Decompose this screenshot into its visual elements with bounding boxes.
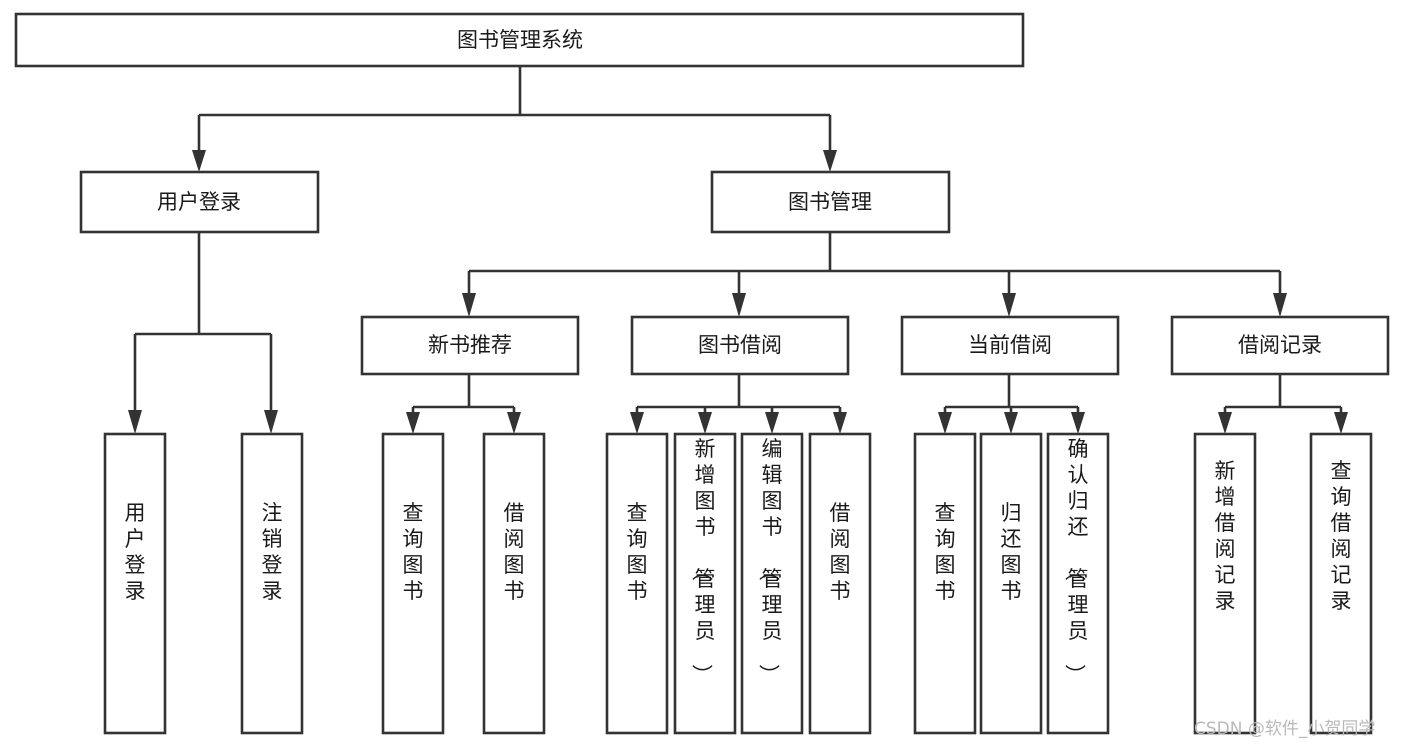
node-current-borrow[interactable]: 当前借阅: [900, 315, 1120, 376]
node-leaf-borrow-book-1-box[interactable]: [482, 432, 546, 735]
arrow-current-leaf-2: [1004, 412, 1018, 434]
arrow-userlogin-leaf-2: [264, 410, 278, 434]
node-leaf-logout-label: 注销登录: [262, 501, 283, 603]
node-book-borrow-box[interactable]: [630, 315, 850, 376]
node-leaf-add-book-box[interactable]: [673, 432, 737, 735]
node-book-management-box[interactable]: [710, 170, 951, 234]
arrow-record-leaf-1: [1218, 412, 1232, 434]
arrow-borrow-leaf-1: [630, 412, 644, 434]
node-root-box[interactable]: [14, 12, 1025, 68]
node-borrow-record[interactable]: 借阅记录: [1170, 315, 1390, 376]
arrow-bookmgmt-to-borrow: [732, 293, 746, 317]
node-leaf-return-book[interactable]: 归还图书: [979, 432, 1043, 735]
node-root[interactable]: 图书管理系统: [14, 12, 1025, 68]
arrow-current-leaf-3: [1071, 412, 1085, 434]
node-leaf-query-book-3-label: 查询图书: [935, 501, 956, 603]
node-new-book-recommend-box[interactable]: [360, 315, 580, 376]
node-leaf-user-login-label: 用户登录: [125, 501, 146, 603]
node-leaf-query-book-2[interactable]: 查询图书: [605, 432, 669, 735]
node-leaf-confirm-return-box[interactable]: [1046, 432, 1110, 735]
arrow-borrow-leaf-4: [833, 412, 847, 434]
node-leaf-edit-book-label: 编辑图书（管理员）: [757, 437, 783, 685]
node-leaf-logout[interactable]: 注销登录: [240, 432, 304, 735]
arrow-current-leaf-1: [938, 412, 952, 434]
node-leaf-user-login[interactable]: 用户登录: [103, 432, 167, 735]
node-leaf-borrow-book-2[interactable]: 借阅图书: [808, 432, 872, 735]
node-leaf-confirm-return-label: 确认归还（管理员）: [1063, 437, 1089, 685]
node-leaf-add-book[interactable]: 新增图书（管理员）: [673, 432, 737, 735]
node-leaf-edit-book[interactable]: 编辑图书（管理员）: [740, 432, 804, 735]
node-leaf-edit-book-box[interactable]: [740, 432, 804, 735]
node-user-login[interactable]: 用户登录: [79, 170, 320, 234]
node-leaf-confirm-return[interactable]: 确认归还（管理员）: [1046, 432, 1110, 735]
arrow-borrow-leaf-3: [765, 412, 779, 434]
arrow-borrow-leaf-2: [698, 412, 712, 434]
node-current-borrow-box[interactable]: [900, 315, 1120, 376]
node-leaf-query-book-3-box[interactable]: [913, 432, 977, 735]
arrow-newbook-leaf-2: [507, 412, 521, 434]
edge-layer: [128, 66, 1348, 434]
node-leaf-borrow-book-1-label: 借阅图书: [504, 501, 525, 603]
node-leaf-query-borrow-record-box[interactable]: [1309, 432, 1373, 735]
node-leaf-query-book-1-label: 查询图书: [403, 501, 424, 603]
node-leaf-add-borrow-record[interactable]: 新增借阅记录: [1193, 432, 1257, 735]
node-leaf-user-login-box[interactable]: [103, 432, 167, 735]
node-leaf-borrow-book-2-box[interactable]: [808, 432, 872, 735]
node-new-book-recommend-label: 新书推荐: [428, 333, 512, 357]
arrow-root-to-user-login: [192, 150, 206, 172]
node-user-login-box[interactable]: [79, 170, 320, 234]
node-borrow-record-box[interactable]: [1170, 315, 1390, 376]
node-leaf-query-book-2-label: 查询图书: [627, 501, 648, 603]
node-leaf-add-borrow-record-box[interactable]: [1193, 432, 1257, 735]
arrow-bookmgmt-to-newbook: [462, 293, 476, 317]
node-borrow-record-label: 借阅记录: [1238, 333, 1322, 357]
node-book-borrow[interactable]: 图书借阅: [630, 315, 850, 376]
node-book-management-label: 图书管理: [788, 190, 872, 214]
node-leaf-logout-box[interactable]: [240, 432, 304, 735]
node-leaf-query-book-2-box[interactable]: [605, 432, 669, 735]
node-leaf-return-book-label: 归还图书: [1001, 501, 1022, 603]
node-leaf-add-borrow-record-label: 新增借阅记录: [1215, 459, 1236, 613]
arrow-bookmgmt-to-record: [1273, 293, 1287, 317]
node-book-management[interactable]: 图书管理: [710, 170, 951, 234]
arrow-userlogin-leaf-1: [128, 410, 142, 434]
node-leaf-add-book-label: 新增图书（管理员）: [690, 437, 716, 685]
node-leaf-query-borrow-record-label: 查询借阅记录: [1331, 459, 1352, 613]
node-root-label: 图书管理系统: [457, 28, 583, 52]
watermark-label: CSDN @软件_小贺同学: [1194, 719, 1375, 739]
node-leaf-query-book-1-box[interactable]: [381, 432, 445, 735]
node-current-borrow-label: 当前借阅: [968, 333, 1052, 357]
node-leaf-borrow-book-2-label: 借阅图书: [830, 501, 851, 603]
node-leaf-query-book-3[interactable]: 查询图书: [913, 432, 977, 735]
node-leaf-borrow-book-1[interactable]: 借阅图书: [482, 432, 546, 735]
node-leaf-query-borrow-record[interactable]: 查询借阅记录: [1309, 432, 1373, 735]
node-new-book-recommend[interactable]: 新书推荐: [360, 315, 580, 376]
node-book-borrow-label: 图书借阅: [698, 333, 782, 357]
arrow-root-to-book-mgmt: [823, 150, 837, 172]
node-leaf-query-book-1[interactable]: 查询图书: [381, 432, 445, 735]
arrow-newbook-leaf-1: [406, 412, 420, 434]
node-leaf-return-book-box[interactable]: [979, 432, 1043, 735]
arrow-bookmgmt-to-current: [1002, 293, 1016, 317]
node-user-login-label: 用户登录: [157, 190, 241, 214]
arrow-record-leaf-2: [1334, 412, 1348, 434]
